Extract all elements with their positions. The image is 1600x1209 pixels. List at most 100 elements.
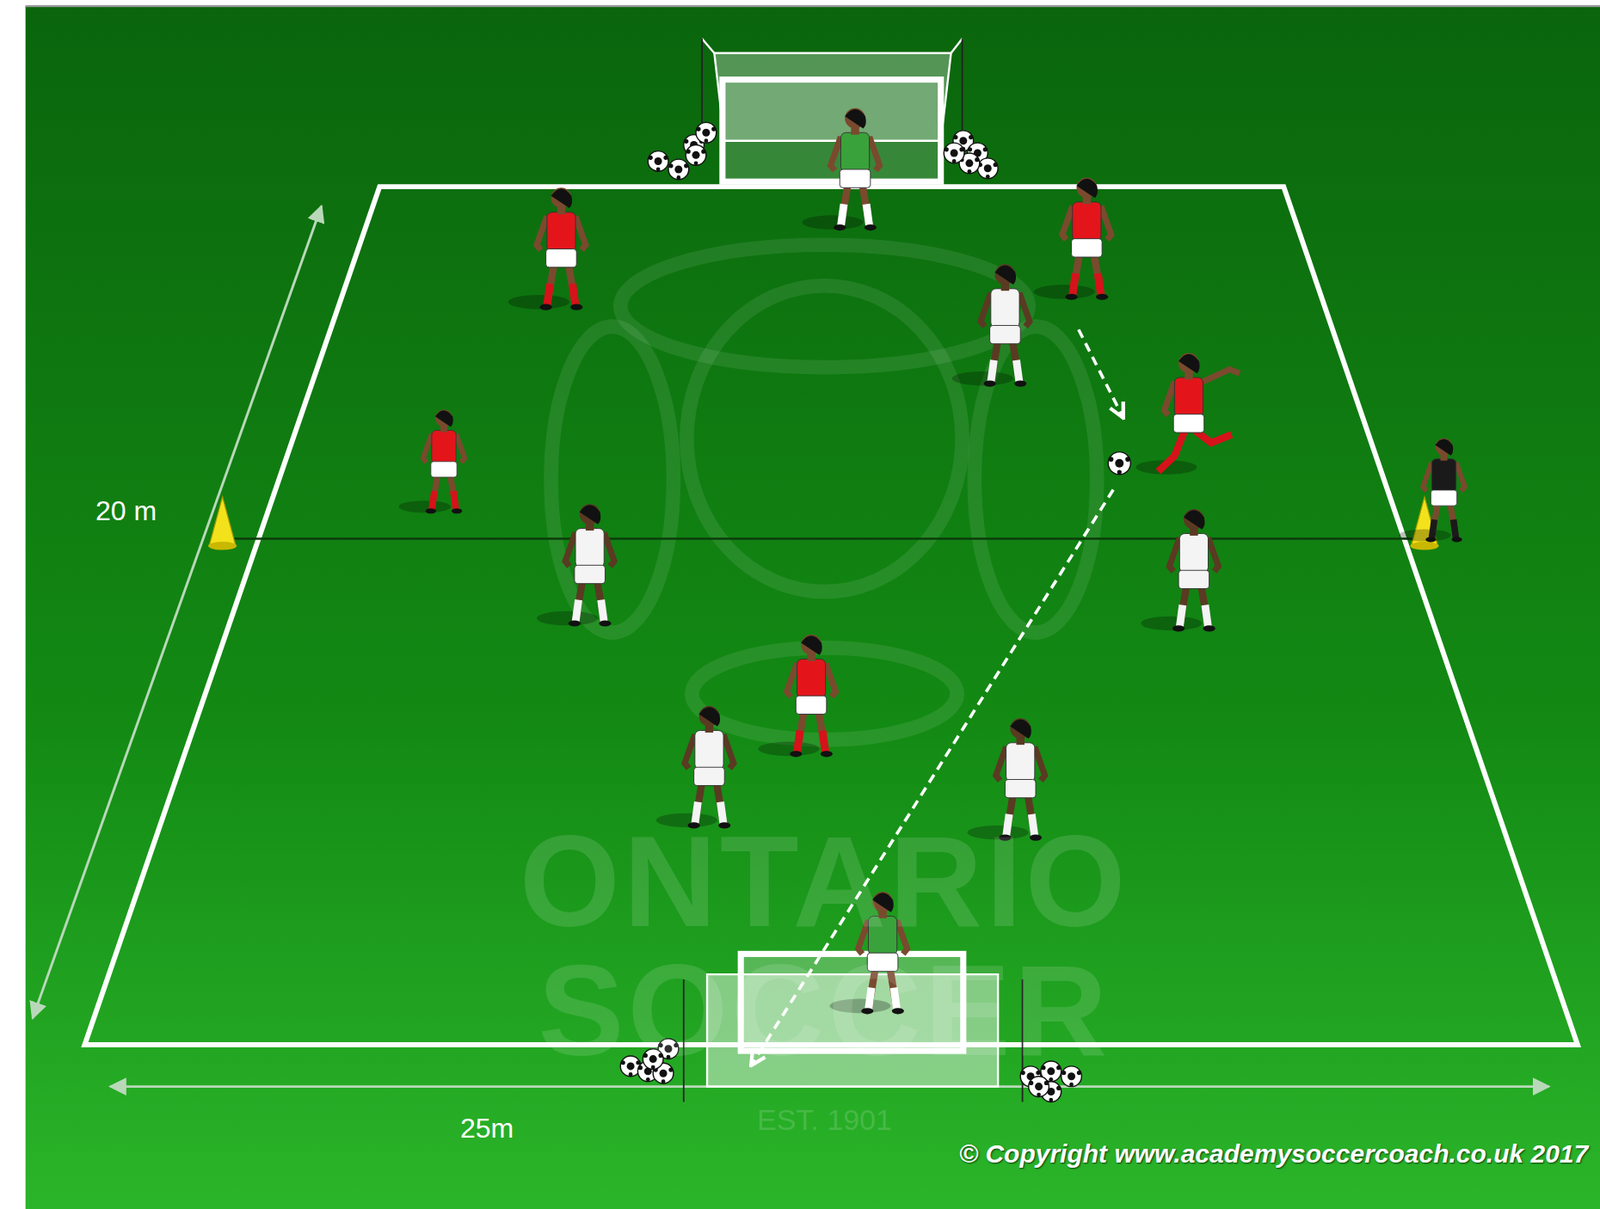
drawing-part: [822, 731, 826, 754]
drawing-part: [683, 139, 689, 144]
drawing-part: [1108, 456, 1114, 462]
goal-top: [701, 38, 962, 182]
drawing-part: [1006, 743, 1035, 782]
drawing-part: [430, 461, 457, 478]
drawing-part: [570, 304, 583, 311]
drawing-part: [990, 339, 998, 383]
drawing-part: [431, 473, 438, 511]
drawing-part: [844, 108, 866, 130]
drawing-part: [1069, 1083, 1074, 1088]
drawing-part: [1425, 536, 1436, 542]
grass: [25, 6, 1600, 1209]
drawing-part: [1117, 470, 1122, 475]
drawing-part: [654, 157, 663, 166]
drawing-part: [701, 38, 714, 54]
drawing-part: [703, 138, 708, 143]
drawing-part: [959, 136, 967, 145]
drawing-part: [656, 167, 661, 173]
player-figure: [399, 409, 466, 514]
drawing-part: [840, 203, 844, 227]
drawing-part: [1179, 534, 1208, 573]
drawing-part: [1456, 462, 1465, 492]
drawing-part: [722, 80, 942, 183]
drawing-part: [1114, 459, 1124, 468]
drawing-part: [866, 203, 870, 227]
ball: [695, 122, 717, 143]
drawing-part: [1012, 339, 1020, 383]
drawing-part: [825, 663, 837, 697]
drawing-part: [1019, 293, 1030, 327]
drawing-part: [796, 658, 825, 698]
watermark: EST. 1901: [756, 1105, 893, 1135]
drawing-part: [818, 710, 825, 754]
drawing-part: [711, 126, 716, 131]
run-arrow: [1078, 329, 1123, 417]
drawing-part: [423, 433, 432, 462]
drawing-part: [1203, 625, 1216, 632]
player-figure: [1033, 177, 1112, 300]
drawing-part: [1062, 206, 1073, 240]
drawing-part: [1183, 509, 1205, 530]
drawing-part: [990, 289, 1020, 328]
drawing-part: [572, 283, 576, 307]
drawing-part: [399, 500, 451, 513]
drawing-part: [1076, 178, 1098, 199]
drawing-part: [952, 371, 1014, 387]
drawing-part: [1205, 605, 1209, 628]
drawing-part: [208, 541, 237, 550]
drawing-part: [701, 149, 706, 154]
drawing-part: [574, 565, 606, 584]
drawing-part: [547, 283, 551, 307]
drawing-part: [694, 160, 699, 166]
drawing-part: [995, 264, 1016, 285]
dimension-label: 20 m: [95, 497, 157, 525]
drawing-part: [993, 162, 998, 167]
drawing-part: [1071, 239, 1103, 258]
drawing-part: [959, 147, 964, 152]
drawing-part: [861, 184, 869, 228]
drawing-part: [695, 126, 701, 131]
drawing-part: [833, 224, 846, 231]
halfway-line: [226, 537, 1425, 540]
drawing-part: [431, 430, 456, 463]
drawing-part: [967, 169, 973, 174]
ball: [647, 151, 669, 173]
drawing-part: [967, 147, 973, 152]
drawing-part: [547, 212, 576, 252]
drawing-part: [1157, 430, 1185, 472]
drawing-part: [1072, 252, 1080, 296]
drawing-part: [1430, 490, 1457, 506]
drawing-part: [1044, 1081, 1049, 1086]
drawing-part: [1056, 1086, 1061, 1091]
drawing-part: [451, 508, 462, 514]
drawing-part: [1034, 1083, 1043, 1091]
drawing-part: [1200, 584, 1208, 628]
drawing-part: [1172, 625, 1185, 632]
watermark-logo: [551, 245, 1098, 740]
drawing-part: [800, 635, 823, 656]
drawing-part: [620, 245, 1028, 368]
drawing-part: [1178, 570, 1210, 589]
drawing-part: [1398, 529, 1451, 542]
drawing-part: [695, 122, 717, 143]
drawing-part: [1034, 747, 1046, 782]
drawing-part: [951, 38, 963, 54]
drawing-part: [449, 473, 456, 511]
drawing-part: [685, 144, 707, 166]
drawing-part: [984, 381, 997, 388]
drawing-part: [551, 189, 573, 210]
drawing-part: [1178, 354, 1200, 375]
player-figure: [1140, 509, 1219, 632]
ball: [668, 159, 690, 180]
drawing-part: [839, 169, 871, 188]
drawing-part: [579, 504, 601, 525]
drawing-part: [601, 600, 605, 623]
drawing-part: [789, 750, 802, 757]
drawing-part: [985, 174, 991, 179]
drawing-part: [647, 151, 669, 173]
drawing-part: [1163, 381, 1175, 416]
drawing-part: [551, 326, 674, 634]
drawing-part: [646, 1077, 651, 1083]
